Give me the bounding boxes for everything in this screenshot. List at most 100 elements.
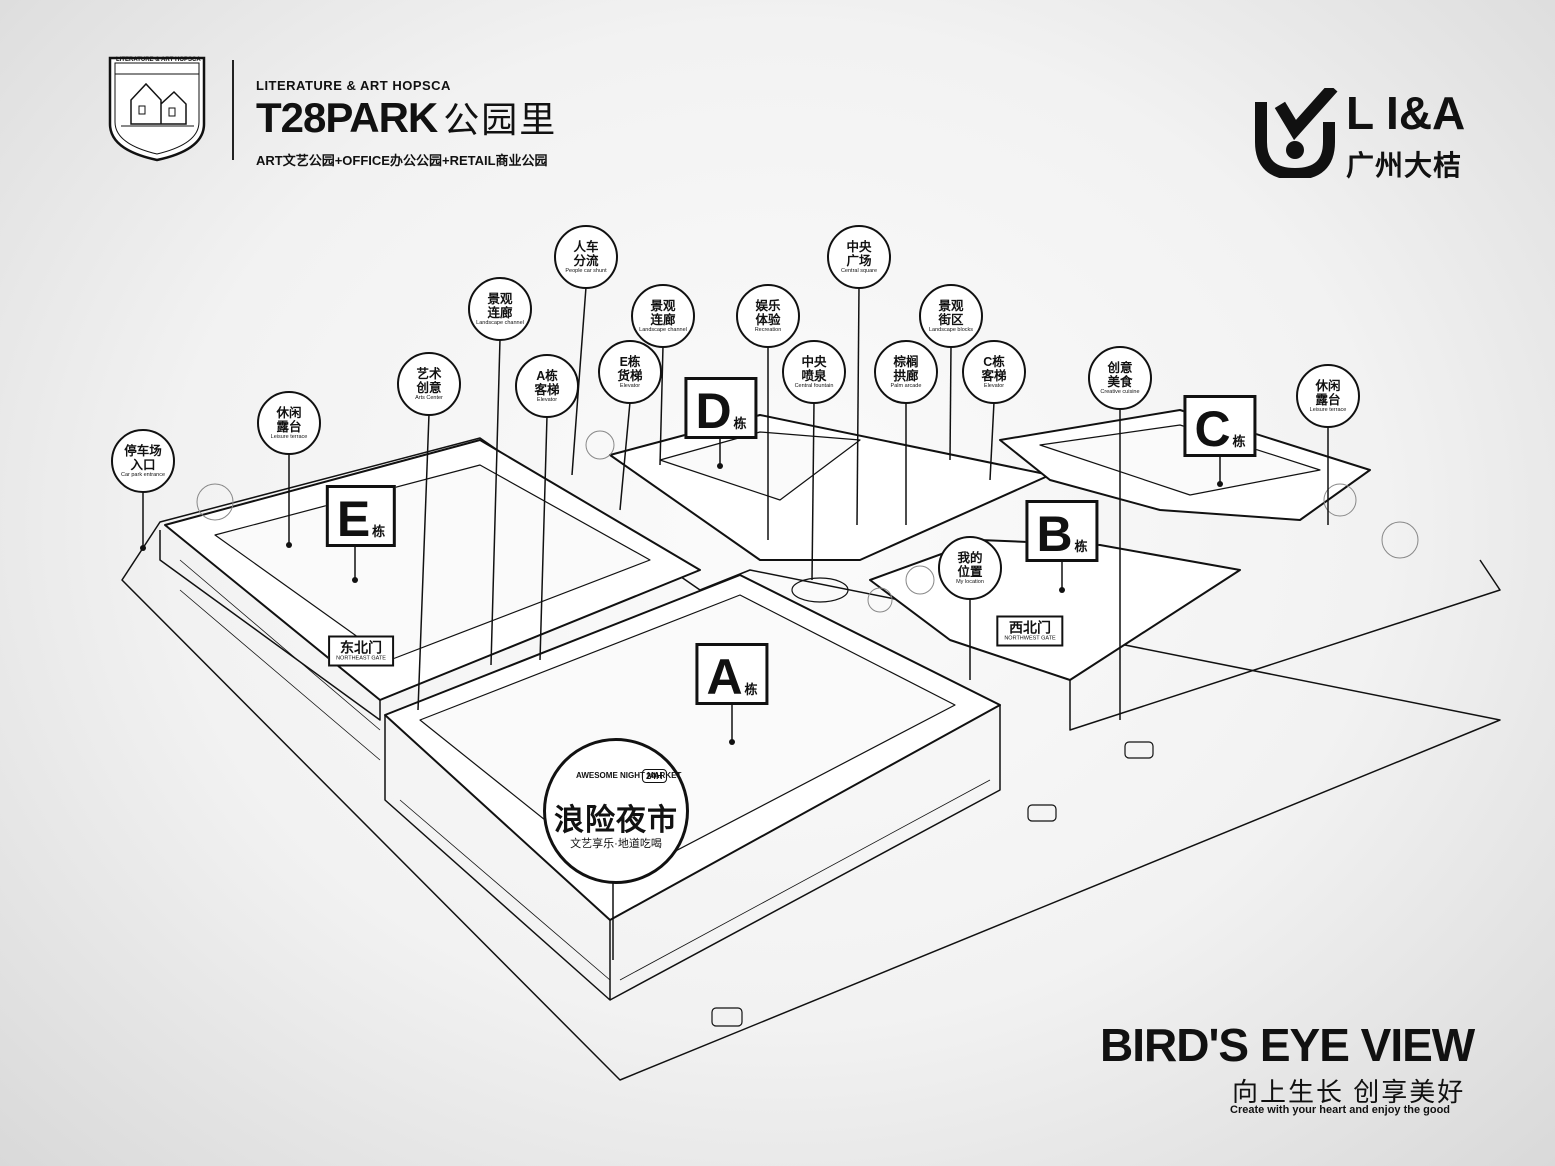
brand-title-cn: 公园里 [443, 99, 558, 140]
pin-cn-line1: 中央 [846, 239, 872, 254]
pin-en: Car park entrance [120, 471, 166, 478]
pin-en: Leisure terrace [270, 433, 308, 440]
crest-logo [108, 56, 206, 162]
pin-en: Elevator [536, 396, 558, 403]
pin-cn-line1: 棕榈 [893, 354, 919, 369]
building-d-letter: D [695, 383, 732, 439]
pin-cn-line1: A栋 [536, 368, 558, 383]
pin-cn-line1: 景观 [487, 291, 513, 306]
pin-cn-line2: 连廊 [487, 305, 513, 320]
building-e-letter: E [336, 491, 371, 547]
pin-cn-line1: 景观 [650, 298, 676, 313]
night-market-subtitle: 文艺享乐·地道吃喝 [570, 838, 662, 850]
building-d-suffix: 栋 [733, 416, 747, 431]
pin-cn-line1: 艺术 [416, 366, 442, 381]
pin-en: My location [956, 578, 984, 585]
building-c-letter: C [1194, 401, 1231, 457]
pin-en: Elevator [983, 382, 1005, 389]
pin-cn-line1: 中央 [801, 354, 827, 369]
pin-cn-line2: 入口 [130, 457, 156, 472]
pin-cn-line2: 美食 [1107, 374, 1133, 389]
pin-en: Leisure terrace [1309, 406, 1347, 413]
pin-cn-line2: 体验 [755, 312, 781, 327]
pin-cn-line2: 拱廊 [893, 368, 919, 383]
pin-en: Landscape channel [639, 326, 687, 333]
lia-logo-mark [1255, 88, 1338, 178]
gate-northwest-cn: 西北门 [1009, 619, 1051, 636]
pin-cn-line1: 停车场 [124, 443, 162, 458]
building-e-suffix: 栋 [372, 524, 386, 539]
night-market-24h-badge: 24H [642, 769, 667, 783]
pin-cn-line2: 分流 [573, 253, 599, 268]
pin-cn-line2: 创意 [416, 380, 442, 395]
pin-en: Elevator [619, 382, 641, 389]
building-a-suffix: 栋 [744, 682, 758, 697]
pin-cn-line1: E栋 [619, 354, 641, 369]
pin-cn-line2: 货梯 [617, 368, 643, 383]
crest-text: LITERATURE & ART HOPSCA [116, 57, 201, 63]
pin-cn-line2: 街区 [938, 312, 964, 327]
building-b-letter: B [1036, 506, 1073, 562]
pin-cn-line1: 休闲 [276, 405, 302, 420]
pin-cn-line1: C栋 [983, 354, 1005, 369]
pin-en: Central fountain [794, 382, 834, 389]
pin-cn-line1: 娱乐 [755, 298, 781, 313]
slogan-cn: 向上生长 创享美好 [1232, 1077, 1466, 1107]
lia-logo-name: L I&A [1346, 87, 1466, 139]
pin-cn-line1: 休闲 [1315, 378, 1341, 393]
pin-cn-line2: 位置 [957, 564, 983, 579]
pin-cn-line1: 创意 [1107, 360, 1133, 375]
night-market-cn: 浪险夜市 [554, 804, 678, 837]
pin-cn-line2: 露台 [276, 419, 302, 434]
pin-en: Arts Center [415, 394, 443, 401]
brand-tagline: ART文艺公园+OFFICE办公公园+RETAIL商业公园 [256, 153, 548, 168]
building-a-letter: A [706, 649, 743, 705]
pin-cn-line2: 广场 [846, 253, 872, 268]
pin-cn-line2: 客梯 [981, 368, 1007, 383]
gate-northeast-cn: 东北门 [339, 639, 382, 656]
night-market-badge[interactable]: AWESOME NIGHT MARKET 24H 浪险夜市 文艺享乐·地道吃喝 [543, 738, 689, 884]
birds-eye-view-title: BIRD'S EYE VIEW [1100, 1019, 1475, 1071]
pin-cn-line1: 我的 [957, 550, 983, 565]
gate-northeast-en: NORTHEAST GATE [336, 655, 386, 662]
pin-cn-line2: 连廊 [650, 312, 676, 327]
pin-en: Landscape blocks [928, 326, 974, 333]
pin-en: Palm arcade [890, 382, 922, 389]
pin-cn-line1: 人车 [573, 239, 599, 254]
pin-en: Recreation [754, 326, 782, 333]
pin-en: Central square [840, 267, 878, 274]
brand-subtitle: LITERATURE & ART HOPSCA [256, 78, 451, 93]
lia-logo-cn: 广州大桔 [1346, 150, 1463, 181]
building-c-suffix: 栋 [1232, 434, 1246, 449]
brand-title-en: T28PARK [256, 94, 438, 141]
night-market-en: AWESOME NIGHT MARKET [576, 771, 682, 780]
slogan-en: Create with your heart and enjoy the goo… [1230, 1104, 1451, 1116]
pin-cn-line2: 喷泉 [801, 368, 827, 383]
